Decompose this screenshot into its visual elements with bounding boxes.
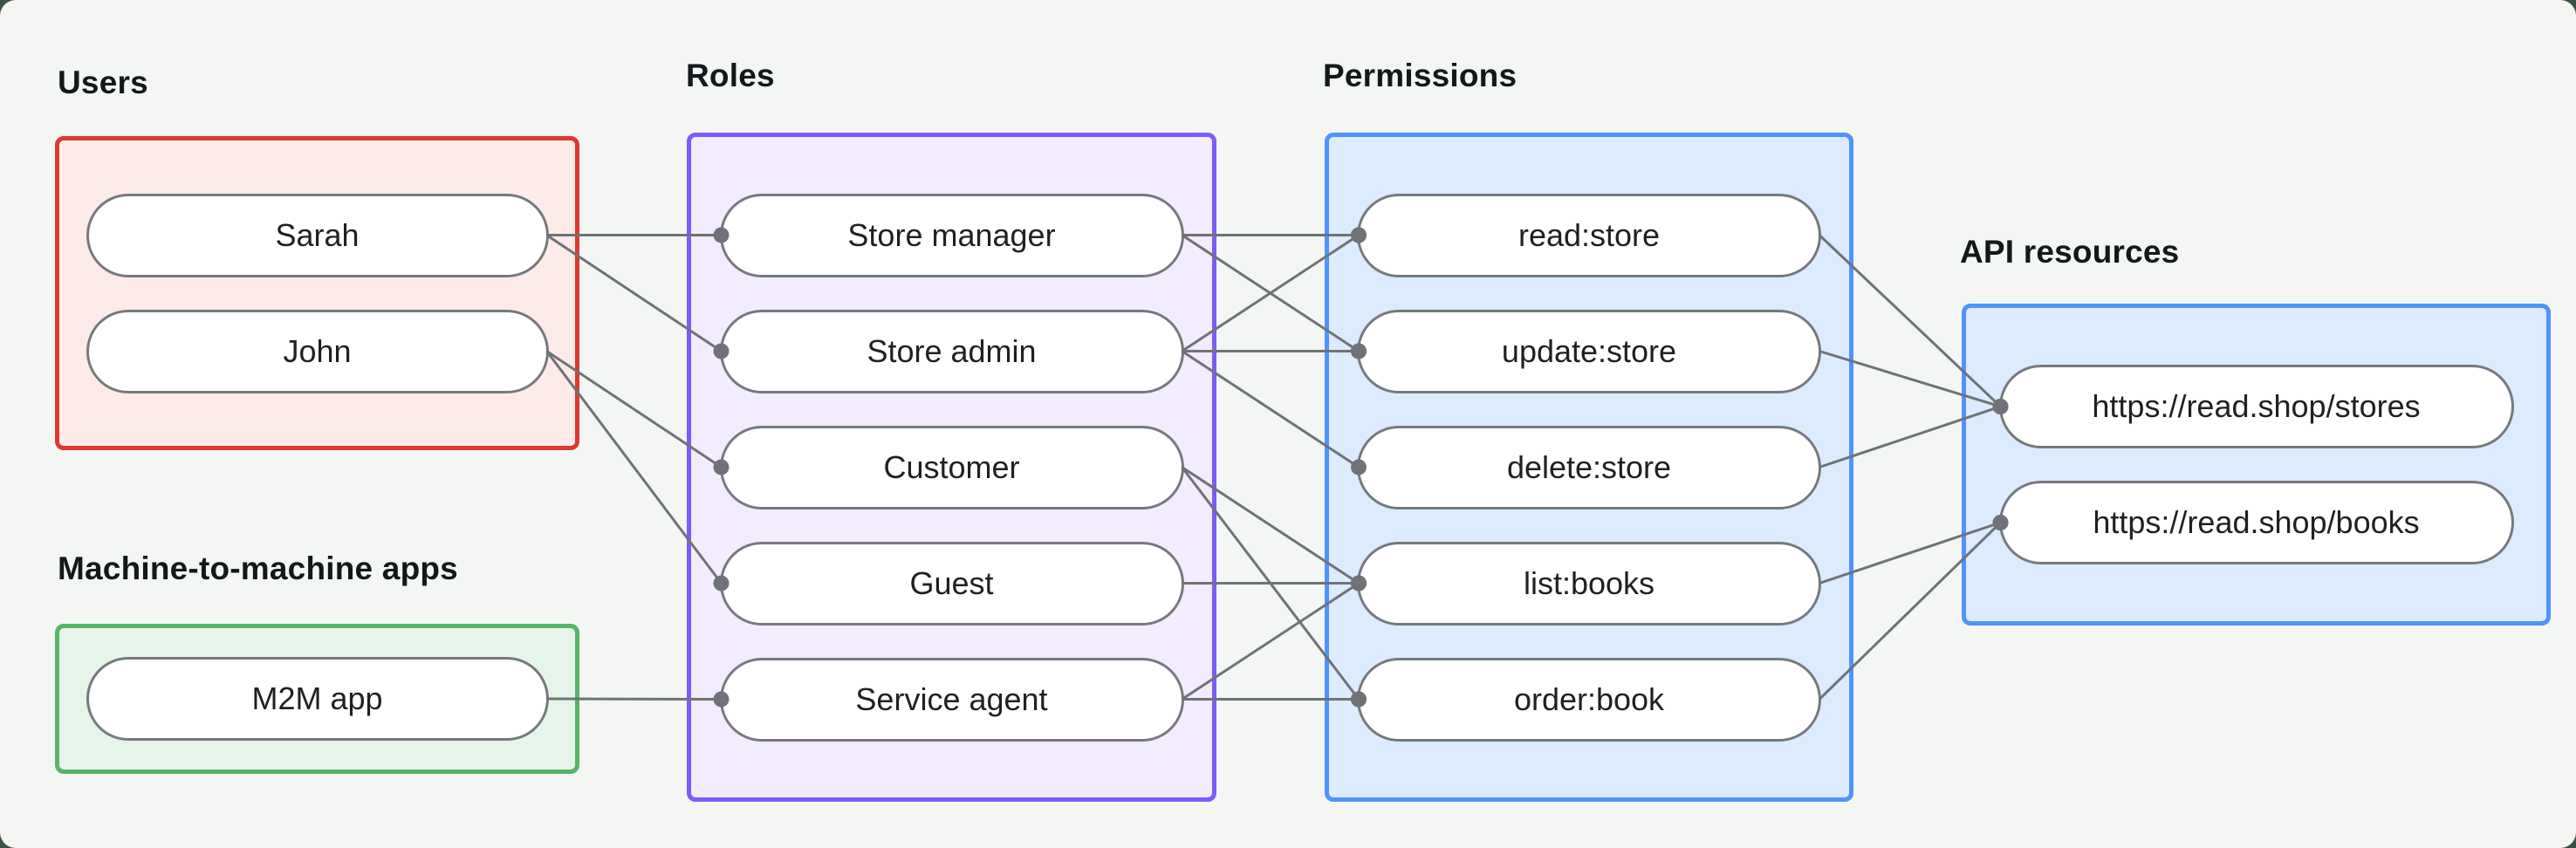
node-order-book: order:book: [1357, 657, 1821, 742]
node-sarah: Sarah: [86, 193, 549, 277]
node-stores: https://read.shop/stores: [1998, 365, 2514, 448]
node-service-agent: Service agent: [719, 657, 1184, 742]
users-group-label: Users: [58, 65, 148, 100]
m2m-apps-group-box: M2M app: [55, 624, 579, 774]
api-resources-group-label: API resources: [1960, 234, 2180, 270]
node-delete-store: delete:store: [1357, 425, 1821, 509]
node-john: John: [86, 309, 549, 393]
node-list-books: list:books: [1357, 541, 1821, 626]
m2m-apps-group-label: Machine-to-machine apps: [58, 551, 458, 586]
node-m2m-app: M2M app: [86, 657, 549, 741]
permissions-group-box: read:store update:store delete:store list:b…: [1325, 133, 1853, 802]
permissions-group-label: Permissions: [1323, 58, 1518, 93]
node-read-store: read:store: [1357, 193, 1821, 277]
node-update-store: update:store: [1357, 309, 1821, 393]
node-customer: Customer: [719, 425, 1184, 509]
node-store-manager: Store manager: [719, 193, 1184, 277]
node-store-admin: Store admin: [719, 309, 1184, 393]
node-guest: Guest: [719, 541, 1184, 626]
roles-group-label: Roles: [686, 58, 775, 93]
api-resources-group-box: https://read.shop/stores https://read.sho…: [1962, 304, 2551, 626]
node-books: https://read.shop/books: [1998, 481, 2514, 564]
